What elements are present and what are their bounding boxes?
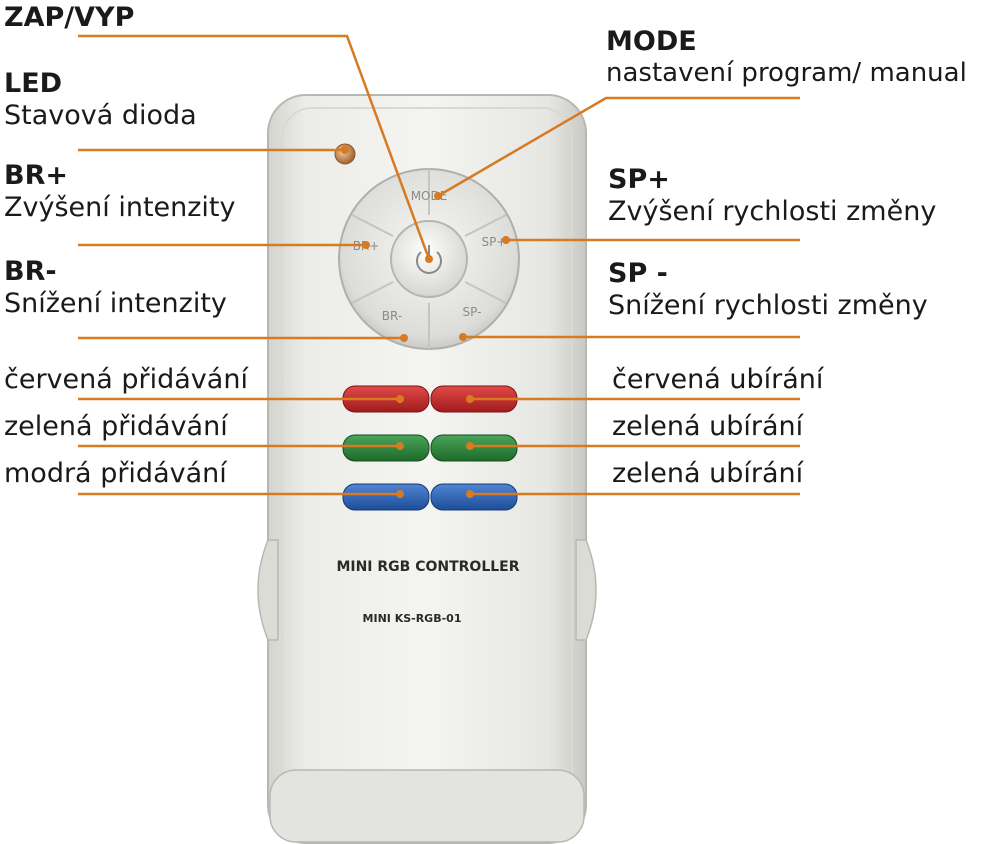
label-br-plus-title: BR+ <box>4 160 68 191</box>
label-sp-minus: SP - Snížení rychlosti změny <box>608 258 928 322</box>
label-sp-minus-desc: Snížení rychlosti změny <box>608 289 928 321</box>
label-mode: MODE nastavení program/ manual <box>606 26 967 89</box>
label-sp-plus-desc: Zvýšení rychlosti změny <box>608 195 937 227</box>
label-red-add: červená přidávání <box>4 364 248 395</box>
label-led-title: LED <box>4 68 63 99</box>
label-blue-add: modrá přidávání <box>4 458 227 489</box>
leader-lines <box>78 34 800 498</box>
green-add-button[interactable] <box>342 434 430 462</box>
model-name: MINI KS-RGB-01 <box>363 612 462 625</box>
label-green-sub: zelená ubírání <box>612 411 804 442</box>
label-br-minus-title: BR- <box>4 256 57 287</box>
label-blue-sub: zelená ubírání <box>612 458 804 489</box>
label-red-sub: červená ubírání <box>612 364 824 395</box>
label-mode-desc: nastavení program/ manual <box>606 57 967 88</box>
label-sp-minus-title: SP - <box>608 258 668 289</box>
product-name: MINI RGB CONTROLLER <box>336 559 519 575</box>
label-sp-plus-title: SP+ <box>608 164 670 195</box>
green-sub-button[interactable] <box>430 434 518 462</box>
label-zap-vyp-title: ZAP/VYP <box>4 2 135 33</box>
label-br-minus-desc: Snížení intenzity <box>4 287 227 319</box>
label-green-add: zelená přidávání <box>4 411 228 442</box>
label-br-minus: BR- Snížení intenzity <box>4 256 227 320</box>
wheel-label-sp-plus[interactable]: SP+ <box>482 235 507 249</box>
blue-sub-button[interactable] <box>430 483 518 511</box>
blue-add-button[interactable] <box>342 483 430 511</box>
label-mode-title: MODE <box>606 26 697 57</box>
label-br-plus: BR+ Zvýšení intenzity <box>4 160 236 224</box>
label-led: LED Stavová dioda <box>4 68 197 132</box>
label-sp-plus: SP+ Zvýšení rychlosti změny <box>608 164 936 228</box>
wheel-label-sp-minus[interactable]: SP- <box>463 305 482 319</box>
wheel-label-br-minus[interactable]: BR- <box>382 309 402 323</box>
label-br-plus-desc: Zvýšení intenzity <box>4 191 236 223</box>
label-zap-vyp: ZAP/VYP <box>4 2 134 34</box>
label-led-desc: Stavová dioda <box>4 99 197 131</box>
